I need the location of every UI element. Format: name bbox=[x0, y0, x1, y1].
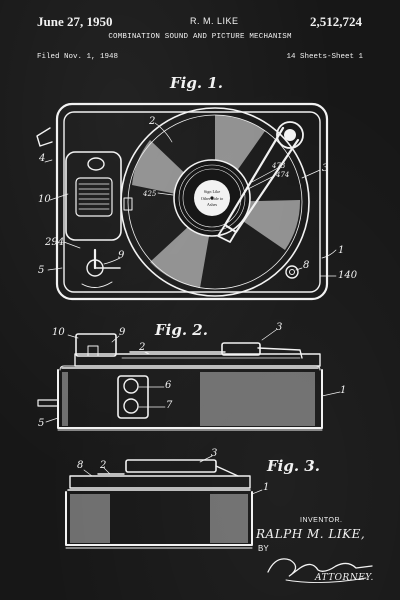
viewer-knob bbox=[87, 157, 105, 171]
ref-7: 7 bbox=[166, 400, 173, 411]
figure-1-drawing bbox=[36, 102, 337, 301]
sheet-count: 14 Sheets-Sheet 1 bbox=[286, 53, 363, 61]
spindle bbox=[210, 196, 214, 200]
by-label: BY bbox=[258, 544, 269, 553]
ref-1: 1 bbox=[338, 245, 345, 256]
tonearm-head bbox=[217, 224, 237, 243]
patent-date: June 27, 1950 bbox=[37, 14, 113, 29]
cabinet-inner-outline bbox=[63, 111, 321, 293]
figure-3-drawing bbox=[65, 455, 263, 549]
viewer-grille bbox=[78, 183, 110, 210]
viewer-window bbox=[75, 177, 113, 217]
tonearm-pivot bbox=[284, 129, 296, 141]
ref-10: 10 bbox=[38, 194, 51, 205]
attorney-signature bbox=[267, 558, 373, 577]
ref-2: 2 bbox=[100, 460, 107, 471]
attorney-label: ATTORNEY. bbox=[315, 573, 374, 583]
cabinet-side bbox=[57, 369, 323, 429]
deck bbox=[74, 353, 321, 367]
patent-number: 2,512,724 bbox=[310, 14, 362, 29]
control-panel bbox=[117, 375, 149, 419]
tonearm-housing bbox=[221, 342, 261, 356]
ref-6: 6 bbox=[165, 380, 172, 391]
record-label-line-1: Sign Like bbox=[204, 189, 221, 194]
side-crank bbox=[37, 399, 59, 407]
figure-1-label: Fig. 1. bbox=[170, 74, 223, 92]
ref-425: 425 bbox=[143, 190, 157, 198]
figure-2-drawing bbox=[37, 329, 341, 431]
leader-lines bbox=[44, 122, 337, 277]
ref-3: 3 bbox=[322, 163, 329, 174]
side-fitting bbox=[36, 127, 53, 147]
record-label-text: Sign Like Other Side to Ashes bbox=[201, 189, 223, 207]
ref-294: 294 bbox=[45, 237, 65, 248]
cabinet-outline bbox=[55, 102, 329, 301]
front-tonearm-link bbox=[215, 465, 239, 477]
ref-9: 9 bbox=[119, 327, 126, 338]
inventor-name: RALPH M. LIKE, bbox=[256, 527, 366, 541]
inventor-header: R. M. LIKE bbox=[190, 16, 239, 26]
patent-title: COMBINATION SOUND AND PICTURE MECHANISM bbox=[108, 33, 292, 41]
ref-10: 10 bbox=[52, 327, 65, 338]
cabinet-front bbox=[65, 491, 253, 546]
ref-5: 5 bbox=[38, 265, 45, 276]
tonearm-base bbox=[276, 121, 304, 149]
picture-viewer bbox=[65, 151, 122, 241]
leader-lines bbox=[83, 455, 263, 495]
figure-2-label: Fig. 2. bbox=[155, 321, 208, 339]
ref-8: 8 bbox=[77, 460, 84, 471]
filed-date: Filed Nov. 1, 1948 bbox=[37, 53, 119, 61]
cabinet-shading bbox=[62, 372, 315, 426]
viewer-housing bbox=[75, 333, 117, 357]
viewer-latch bbox=[123, 197, 133, 211]
front-shading bbox=[70, 494, 248, 543]
tonearm-side bbox=[257, 347, 303, 359]
tonearm bbox=[223, 126, 300, 234]
ref-140: 140 bbox=[338, 270, 358, 281]
ref-2: 2 bbox=[139, 342, 146, 353]
front-tonearm bbox=[125, 459, 217, 473]
ref-5: 5 bbox=[38, 418, 45, 429]
ref-3: 3 bbox=[276, 322, 283, 333]
control-arc bbox=[81, 281, 113, 288]
signature-underline bbox=[285, 577, 367, 584]
control-button-7 bbox=[123, 398, 139, 414]
ref-2: 2 bbox=[149, 116, 156, 127]
speed-knob bbox=[285, 265, 299, 279]
viewer-housing-latch bbox=[87, 345, 99, 357]
ref-4: 4 bbox=[39, 153, 46, 164]
front-deck bbox=[69, 475, 251, 489]
figure-3-label: Fig. 3. bbox=[267, 457, 320, 475]
control-button-6 bbox=[123, 378, 139, 394]
record-label-line-2: Other Side to bbox=[201, 196, 223, 201]
ref-8: 8 bbox=[303, 260, 310, 271]
ref-1: 1 bbox=[340, 385, 347, 396]
ref-1: 1 bbox=[263, 482, 270, 493]
ref-473: 473 bbox=[272, 162, 286, 170]
speed-knob-center bbox=[289, 269, 295, 275]
ref-3: 3 bbox=[211, 448, 218, 459]
leader-lines bbox=[45, 329, 341, 423]
ref-474: 474 bbox=[276, 171, 290, 179]
record-groove bbox=[178, 164, 246, 232]
inventor-label: INVENTOR. bbox=[300, 517, 343, 524]
record-label-line-3: Ashes bbox=[207, 202, 218, 207]
ref-9: 9 bbox=[118, 250, 125, 261]
